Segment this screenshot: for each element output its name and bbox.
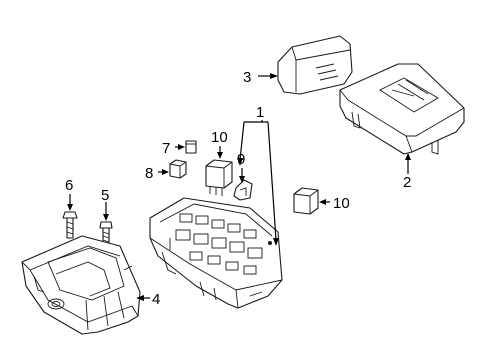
callout-4: 4	[152, 291, 160, 308]
callout-10-upper: 10	[211, 129, 228, 146]
part-10-relay-lower	[293, 187, 319, 215]
callout-5: 5	[101, 187, 109, 204]
callout-1: 1	[256, 104, 264, 121]
part-3-cover	[277, 35, 353, 95]
callout-6: 6	[65, 177, 73, 194]
callout-8: 8	[145, 165, 153, 182]
leader-lines	[67, 73, 411, 301]
callout-7: 7	[162, 140, 170, 157]
part-4-tray	[21, 235, 141, 335]
part-8-relay	[169, 159, 187, 179]
callout-2: 2	[403, 174, 411, 191]
part-6-bolt	[62, 211, 78, 239]
callout-9: 9	[237, 151, 245, 168]
part-9-clip	[233, 179, 253, 201]
callout-10-lower: 10	[333, 195, 350, 212]
part-10-relay-upper	[205, 159, 233, 196]
part-2-cover	[339, 63, 465, 155]
callout-3: 3	[243, 69, 251, 86]
part-1-fuse-box	[149, 197, 283, 309]
part-7-fuse	[185, 140, 197, 154]
